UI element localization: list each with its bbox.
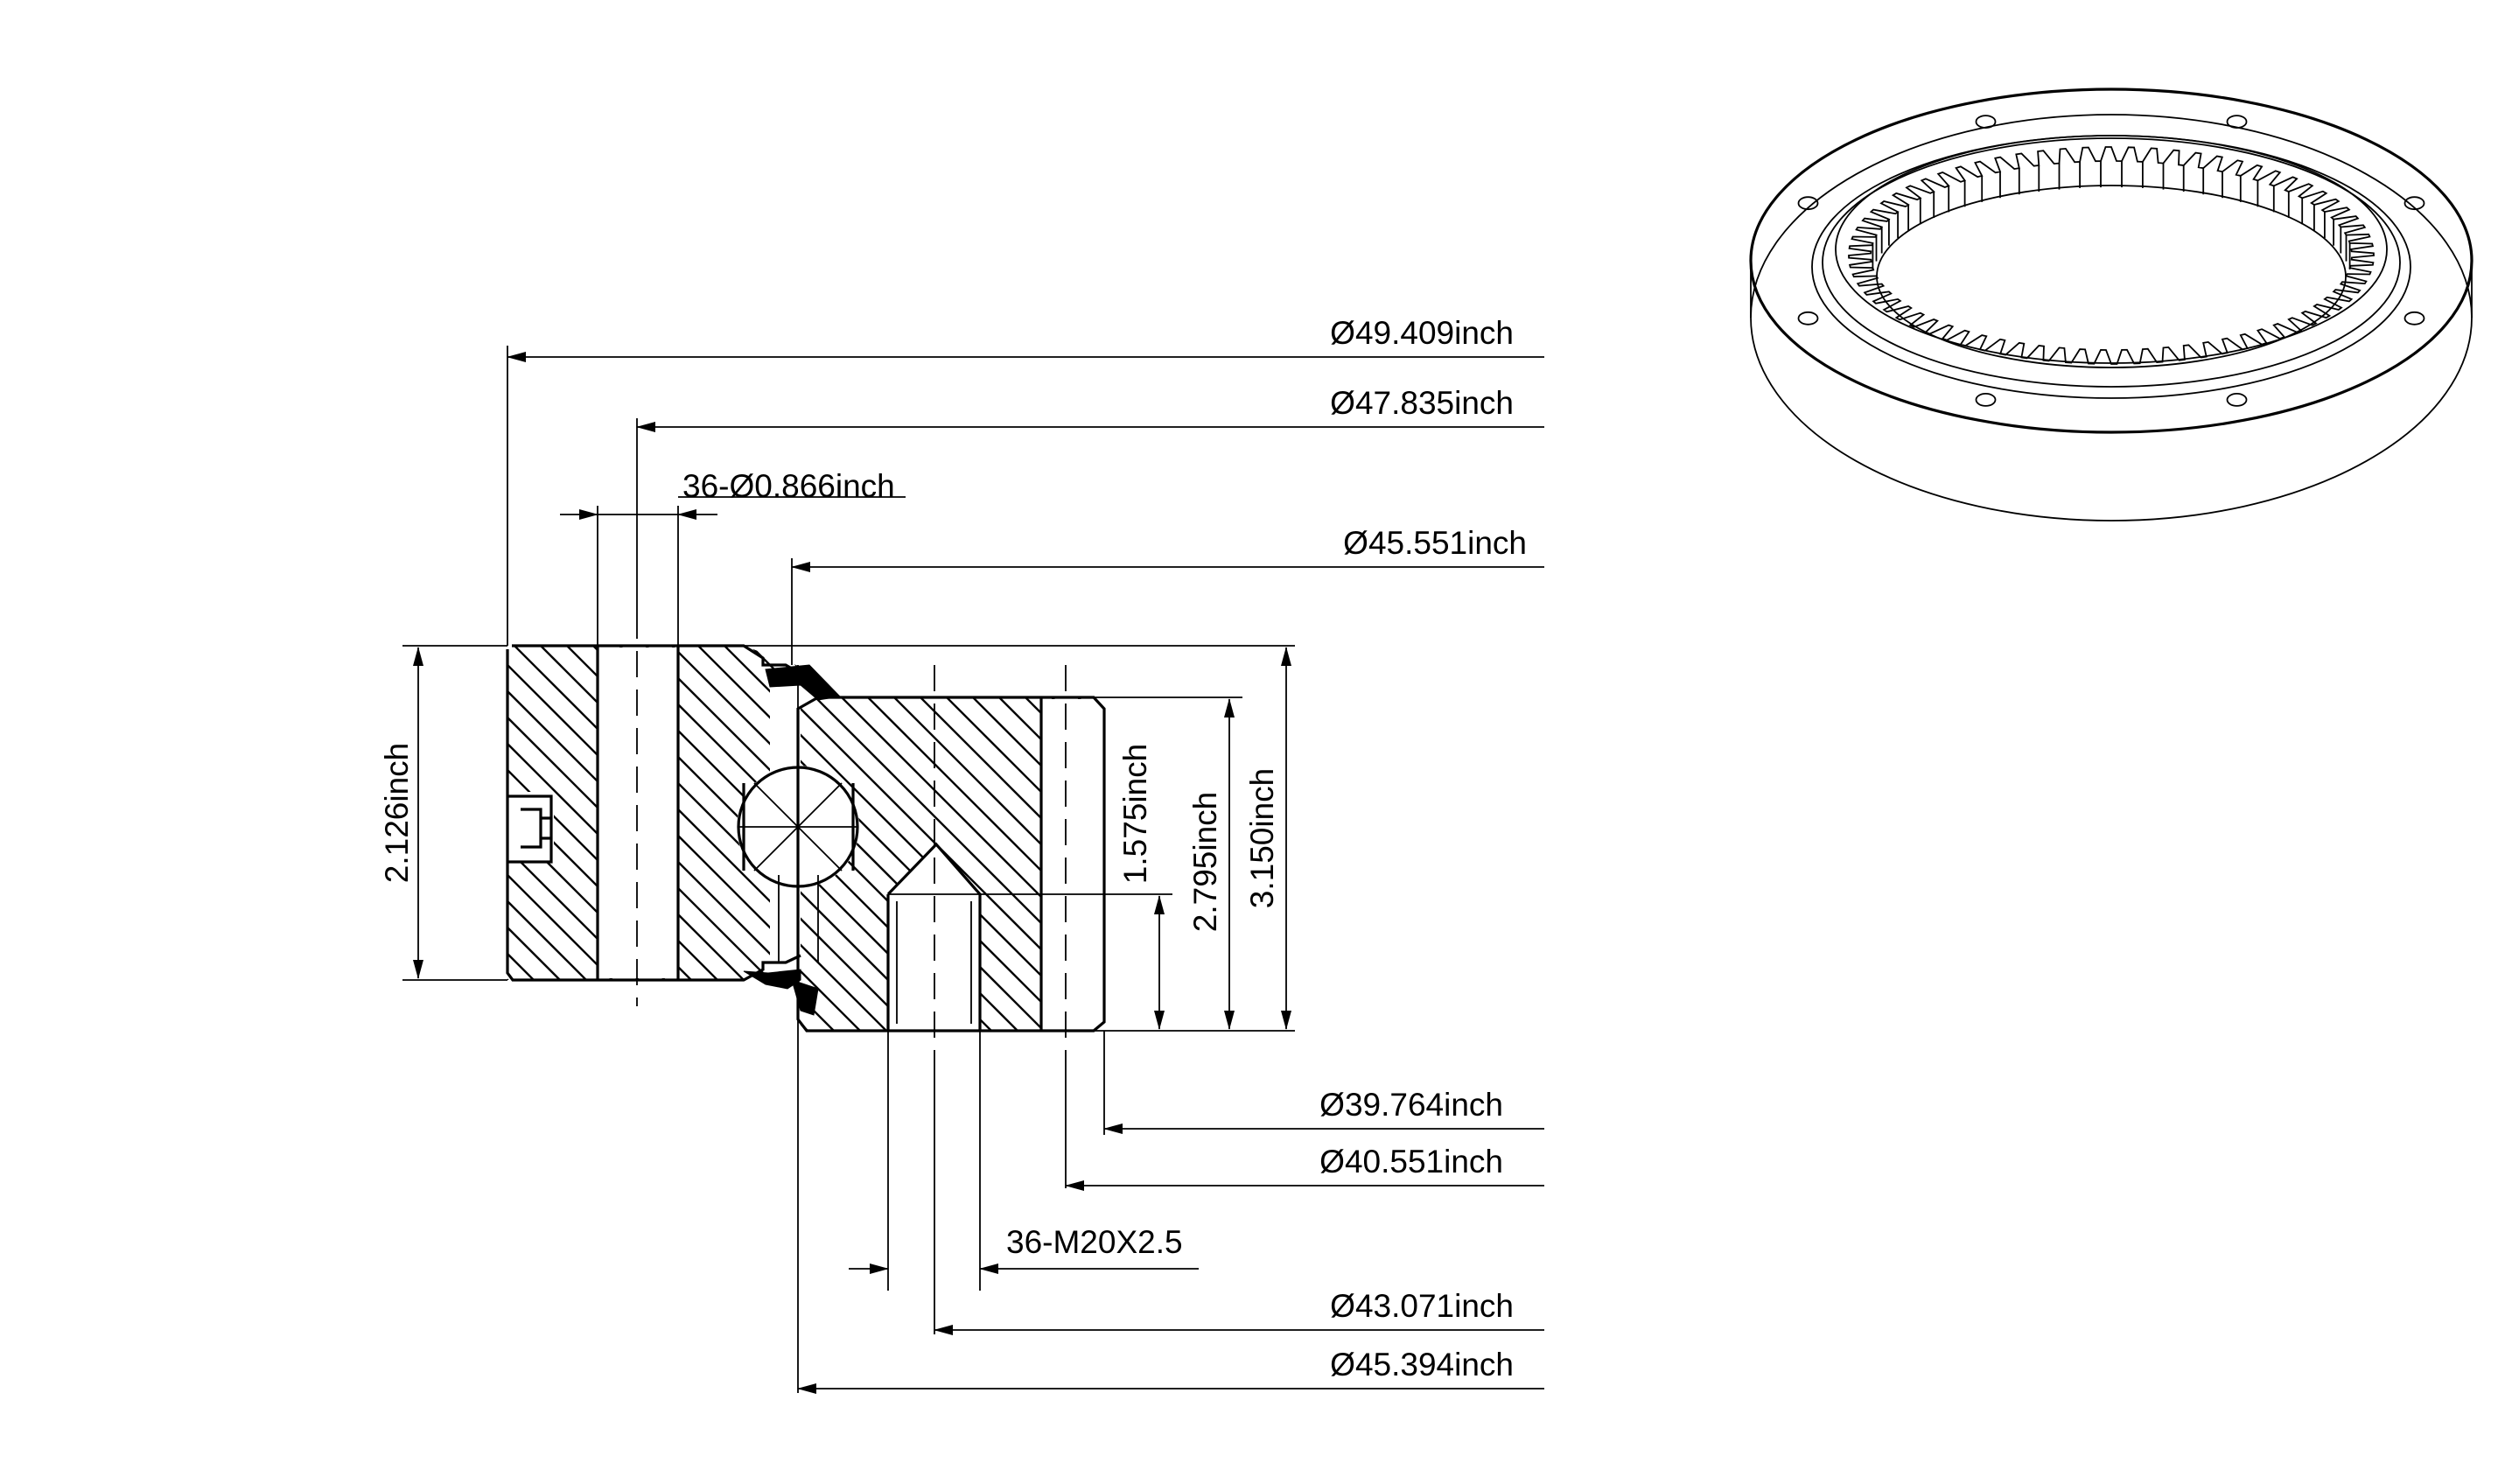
hatch-line <box>533 646 801 980</box>
dim-thread-depth: 1.575inch <box>1117 744 1153 884</box>
hatch-line <box>801 697 920 1031</box>
hatch-line <box>507 646 648 980</box>
dim-outer-ring-id: Ø45.551inch <box>1343 525 1527 561</box>
hatch-line <box>940 697 1094 1031</box>
hatch-line <box>835 697 1094 1031</box>
hatch-line <box>507 646 622 980</box>
dimension-labels: Ø49.409inch Ø47.835inch 36-Ø0.866inch Ø4… <box>379 315 1527 1382</box>
mounting-hole <box>2226 115 2248 130</box>
hatch-line <box>507 646 753 980</box>
inner-tooth-band <box>1041 699 1094 1030</box>
hatch-line <box>808 697 1094 1031</box>
mounting-hole <box>2226 392 2248 407</box>
dim-inner-ring-height: 2.795inch <box>1187 792 1223 932</box>
hatch-line <box>507 646 543 980</box>
hatch-line <box>507 646 517 980</box>
extension-lines <box>402 346 1295 1393</box>
hatch-line <box>507 646 596 980</box>
hatch-line <box>638 646 801 980</box>
mounting-hole-circles <box>1797 115 2425 407</box>
mounting-hole <box>1975 115 1997 130</box>
hatch-line <box>801 697 1051 1031</box>
hatch-line <box>801 697 893 1031</box>
hatch-line <box>664 646 801 980</box>
mounting-hole <box>1797 311 1819 326</box>
dim-total-height: 3.150inch <box>1244 768 1280 908</box>
mounting-hole <box>1975 392 1997 407</box>
mounting-hole <box>1797 196 1819 211</box>
mounting-hole <box>2404 311 2425 326</box>
hatch-line <box>801 697 867 1031</box>
dim-inner-ring-od: Ø45.394inch <box>1330 1347 1514 1382</box>
dim-root-diameter: Ø39.764inch <box>1319 1087 1503 1123</box>
hatch-line <box>966 697 1094 1031</box>
hatch-line <box>507 646 570 980</box>
cross-section <box>140 612 1106 1063</box>
plug-pocket <box>493 792 554 862</box>
outer-bolt-hole <box>598 648 678 978</box>
gear-bore <box>1876 185 2347 368</box>
hatch-line <box>801 697 1077 1031</box>
gear-teeth <box>1848 146 2375 368</box>
hatch-line <box>140 639 490 989</box>
dimension-lines <box>413 352 1544 1394</box>
dim-outer-diameter: Ø49.409inch <box>1330 315 1514 351</box>
gear-tooth-profile <box>1848 146 2375 365</box>
dim-outer-ring-height: 2.126inch <box>379 743 415 883</box>
dim-threaded-holes: 36-M20X2.5 <box>1006 1224 1183 1260</box>
dim-bolt-circle-outer: Ø47.835inch <box>1330 385 1514 421</box>
dim-tip-diameter: Ø40.551inch <box>1319 1144 1503 1180</box>
dim-mounting-holes: 36-Ø0.866inch <box>682 468 895 504</box>
hatch-line <box>690 646 801 980</box>
dim-bolt-circle-inner: Ø43.071inch <box>1330 1288 1514 1324</box>
hatch-line <box>861 697 1094 1031</box>
mounting-hole <box>2404 196 2425 211</box>
bearing-isometric-view <box>1749 88 2474 522</box>
